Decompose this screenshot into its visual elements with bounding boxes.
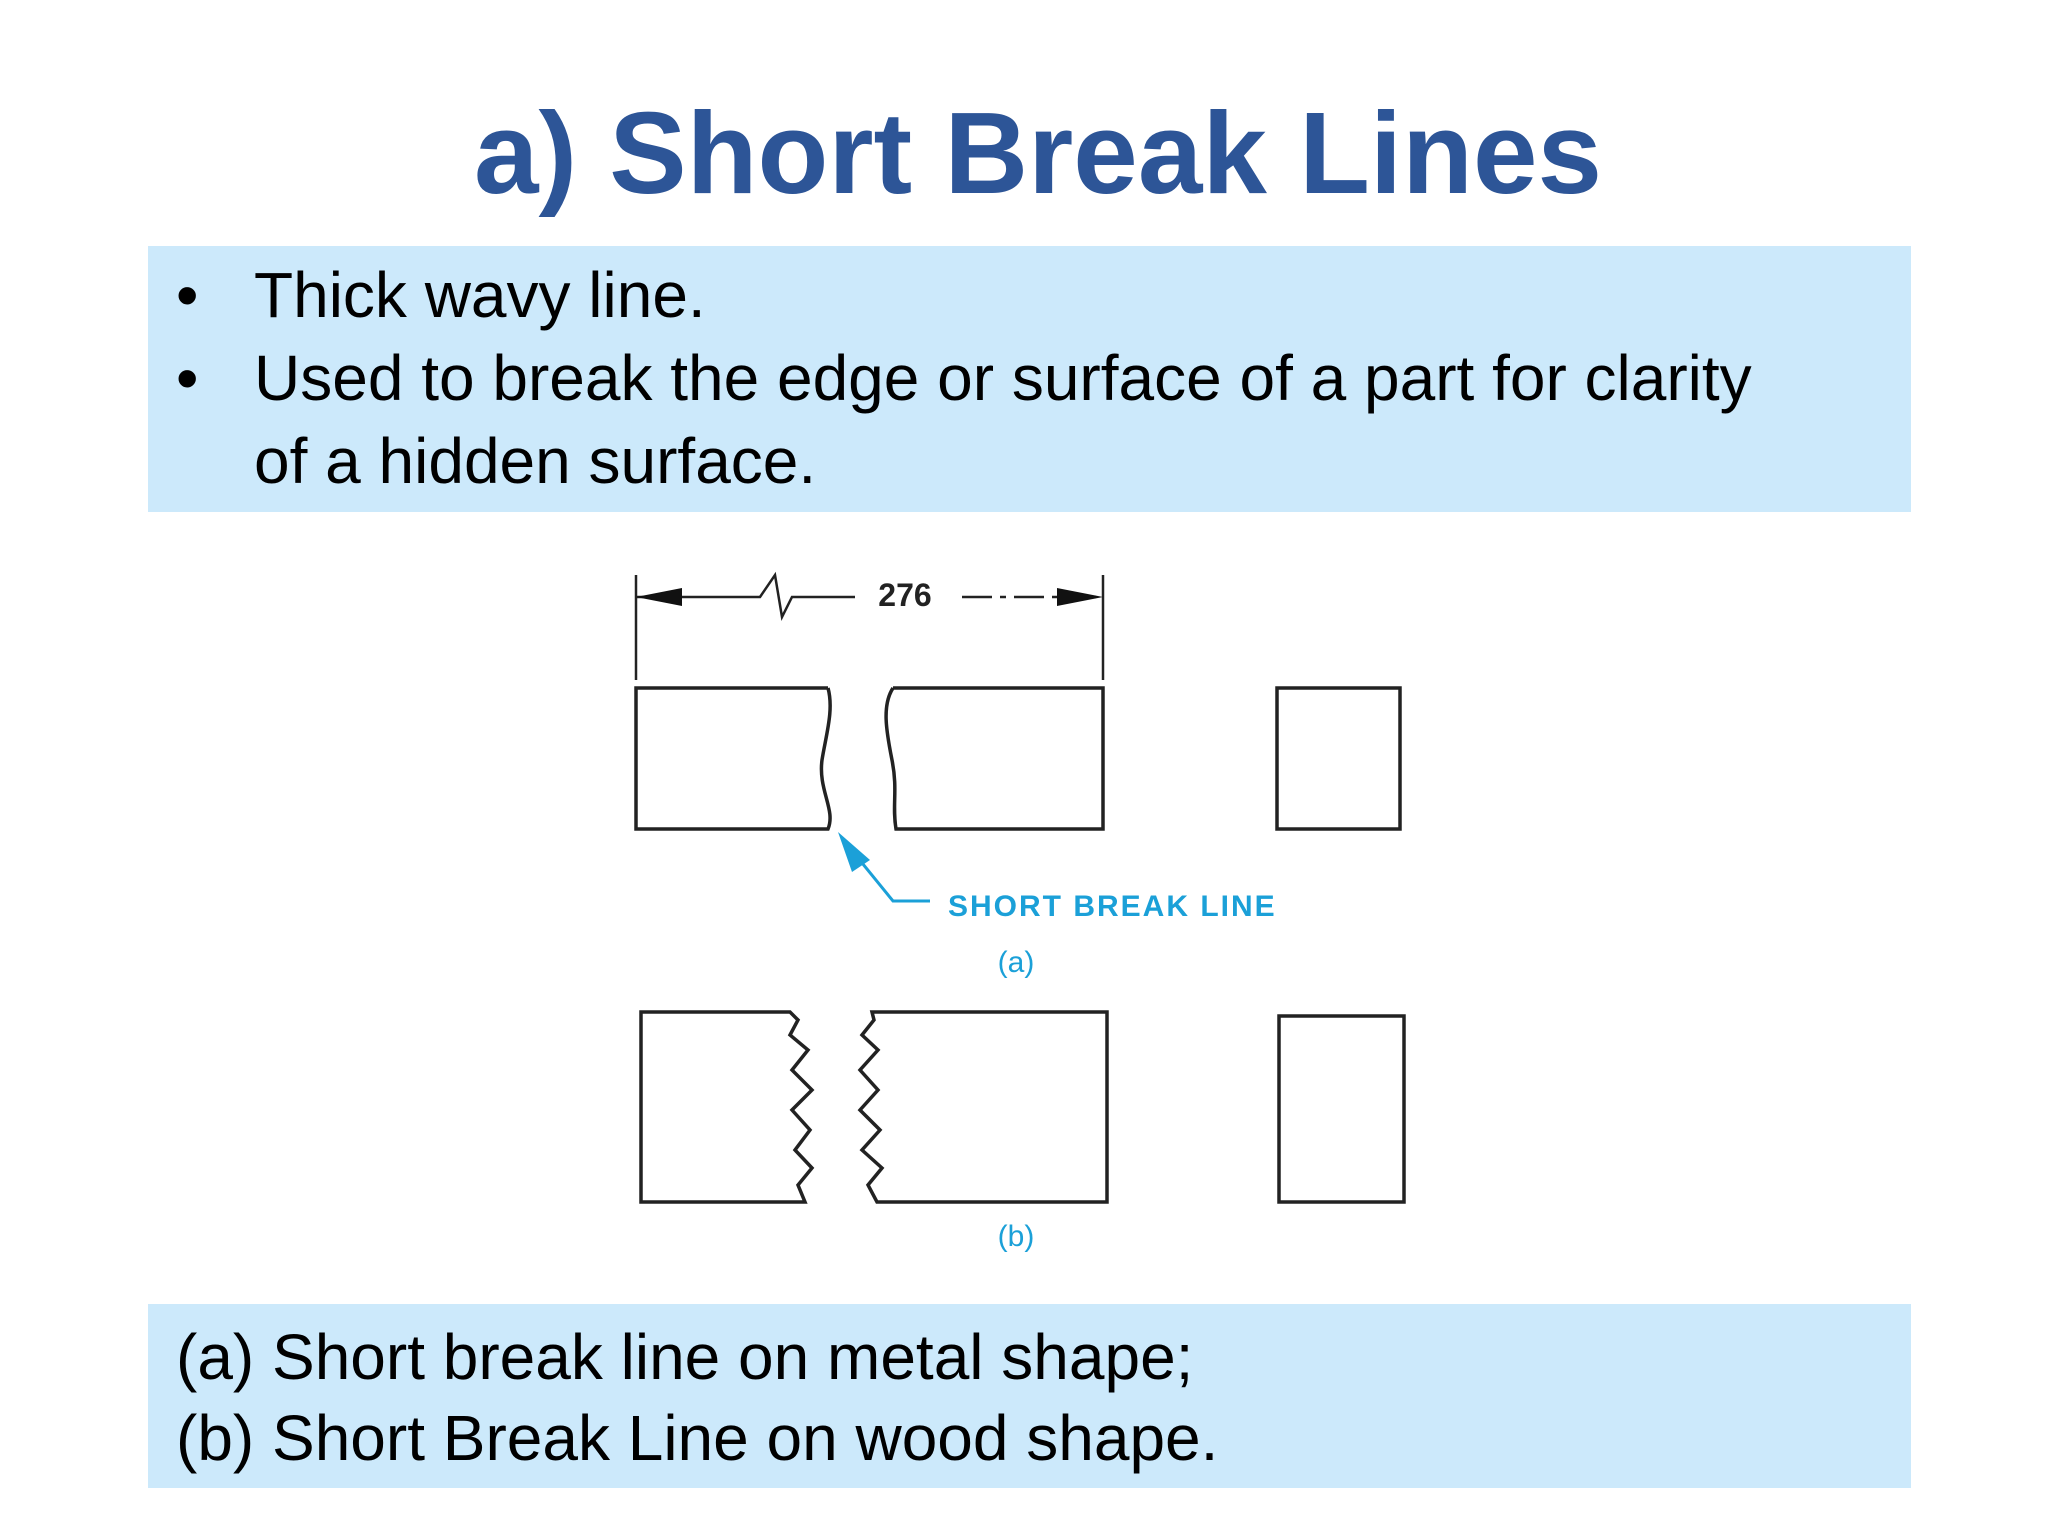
bullet-marker: • (176, 342, 199, 414)
caption-box: (a) Short break line on metal shape; (b)… (148, 1304, 1911, 1488)
wood-shape-views (639, 1010, 1406, 1204)
caption-line-b: (b) Short Break Line on wood shape. (176, 1402, 1219, 1474)
caption-line-a: (a) Short break line on metal shape; (176, 1321, 1194, 1393)
bullet-text: of a hidden surface. (254, 425, 817, 497)
arrowhead-right-icon (1057, 588, 1103, 606)
bullet-box: • Thick wavy line. • Used to break the e… (148, 246, 1911, 512)
bullet-marker: • (176, 259, 199, 331)
sublabel-b: (b) (998, 1220, 1035, 1253)
bullet-text: Used to break the edge or surface of a p… (254, 342, 1752, 414)
sublabel-a: (a) (998, 946, 1035, 979)
dimension-line (634, 571, 1105, 680)
arrowhead-left-icon (636, 588, 682, 606)
dimension-value: 276 (878, 577, 931, 613)
callout-arrow-icon (838, 832, 870, 872)
slide-title: a) Short Break Lines (473, 88, 1603, 218)
bullet-text: Thick wavy line. (254, 259, 706, 331)
callout-label: SHORT BREAK LINE (948, 890, 1277, 923)
metal-shape-views (634, 686, 1402, 831)
